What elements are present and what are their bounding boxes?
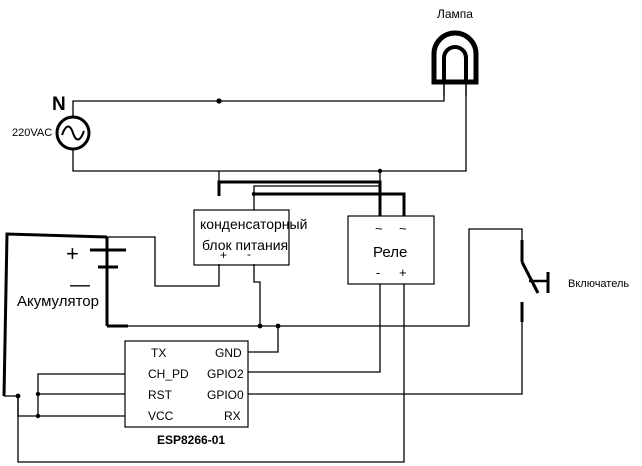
esp-pin-gpio2: GPIO2 [207, 367, 244, 381]
psu-label-line1: конденсаторный [200, 216, 307, 232]
mains-wiring [72, 96, 467, 216]
relay-minus-terminal: - [376, 265, 380, 280]
switch-symbol [520, 240, 550, 322]
esp-pin-rx: RX [224, 409, 241, 423]
esp-chip-label: ESP8266-01 [157, 433, 225, 447]
esp-pin-tx: TX [151, 346, 166, 360]
relay-ac-terminal-2: ~ [399, 221, 407, 236]
battery-symbol [90, 237, 128, 328]
relay-plus-terminal: + [399, 265, 407, 280]
relay-title: Реле [373, 244, 407, 261]
switch-label: Включатель [568, 278, 629, 290]
psu-label-line2: блок питания [202, 237, 288, 253]
source-n-label: N [52, 94, 66, 115]
relay-block [347, 215, 435, 285]
battery-plus-label: + [66, 241, 79, 266]
esp-pin-gpio0: GPIO0 [207, 388, 244, 402]
lamp-label: Лампа [437, 7, 473, 21]
battery-minus-label: — [70, 274, 90, 296]
battery-label: Акумулятор [17, 293, 99, 310]
psu-minus-terminal: - [247, 247, 251, 261]
low-voltage-wiring [2, 228, 523, 463]
lamp-symbol [431, 30, 479, 96]
esp-pin-rst: RST [148, 388, 173, 402]
esp-module-body [124, 340, 249, 428]
capacitor-psu-block [193, 209, 290, 266]
psu-plus-terminal: + [220, 248, 227, 262]
esp-pin-ch-pd: CH_PD [148, 367, 189, 381]
source-voltage-label: 220VAC [12, 127, 52, 139]
ac-source-symbol [55, 115, 91, 151]
relay-ac-terminal-1: ~ [375, 221, 383, 236]
esp-pin-vcc: VCC [148, 409, 174, 423]
esp-pin-gnd: GND [215, 346, 242, 360]
